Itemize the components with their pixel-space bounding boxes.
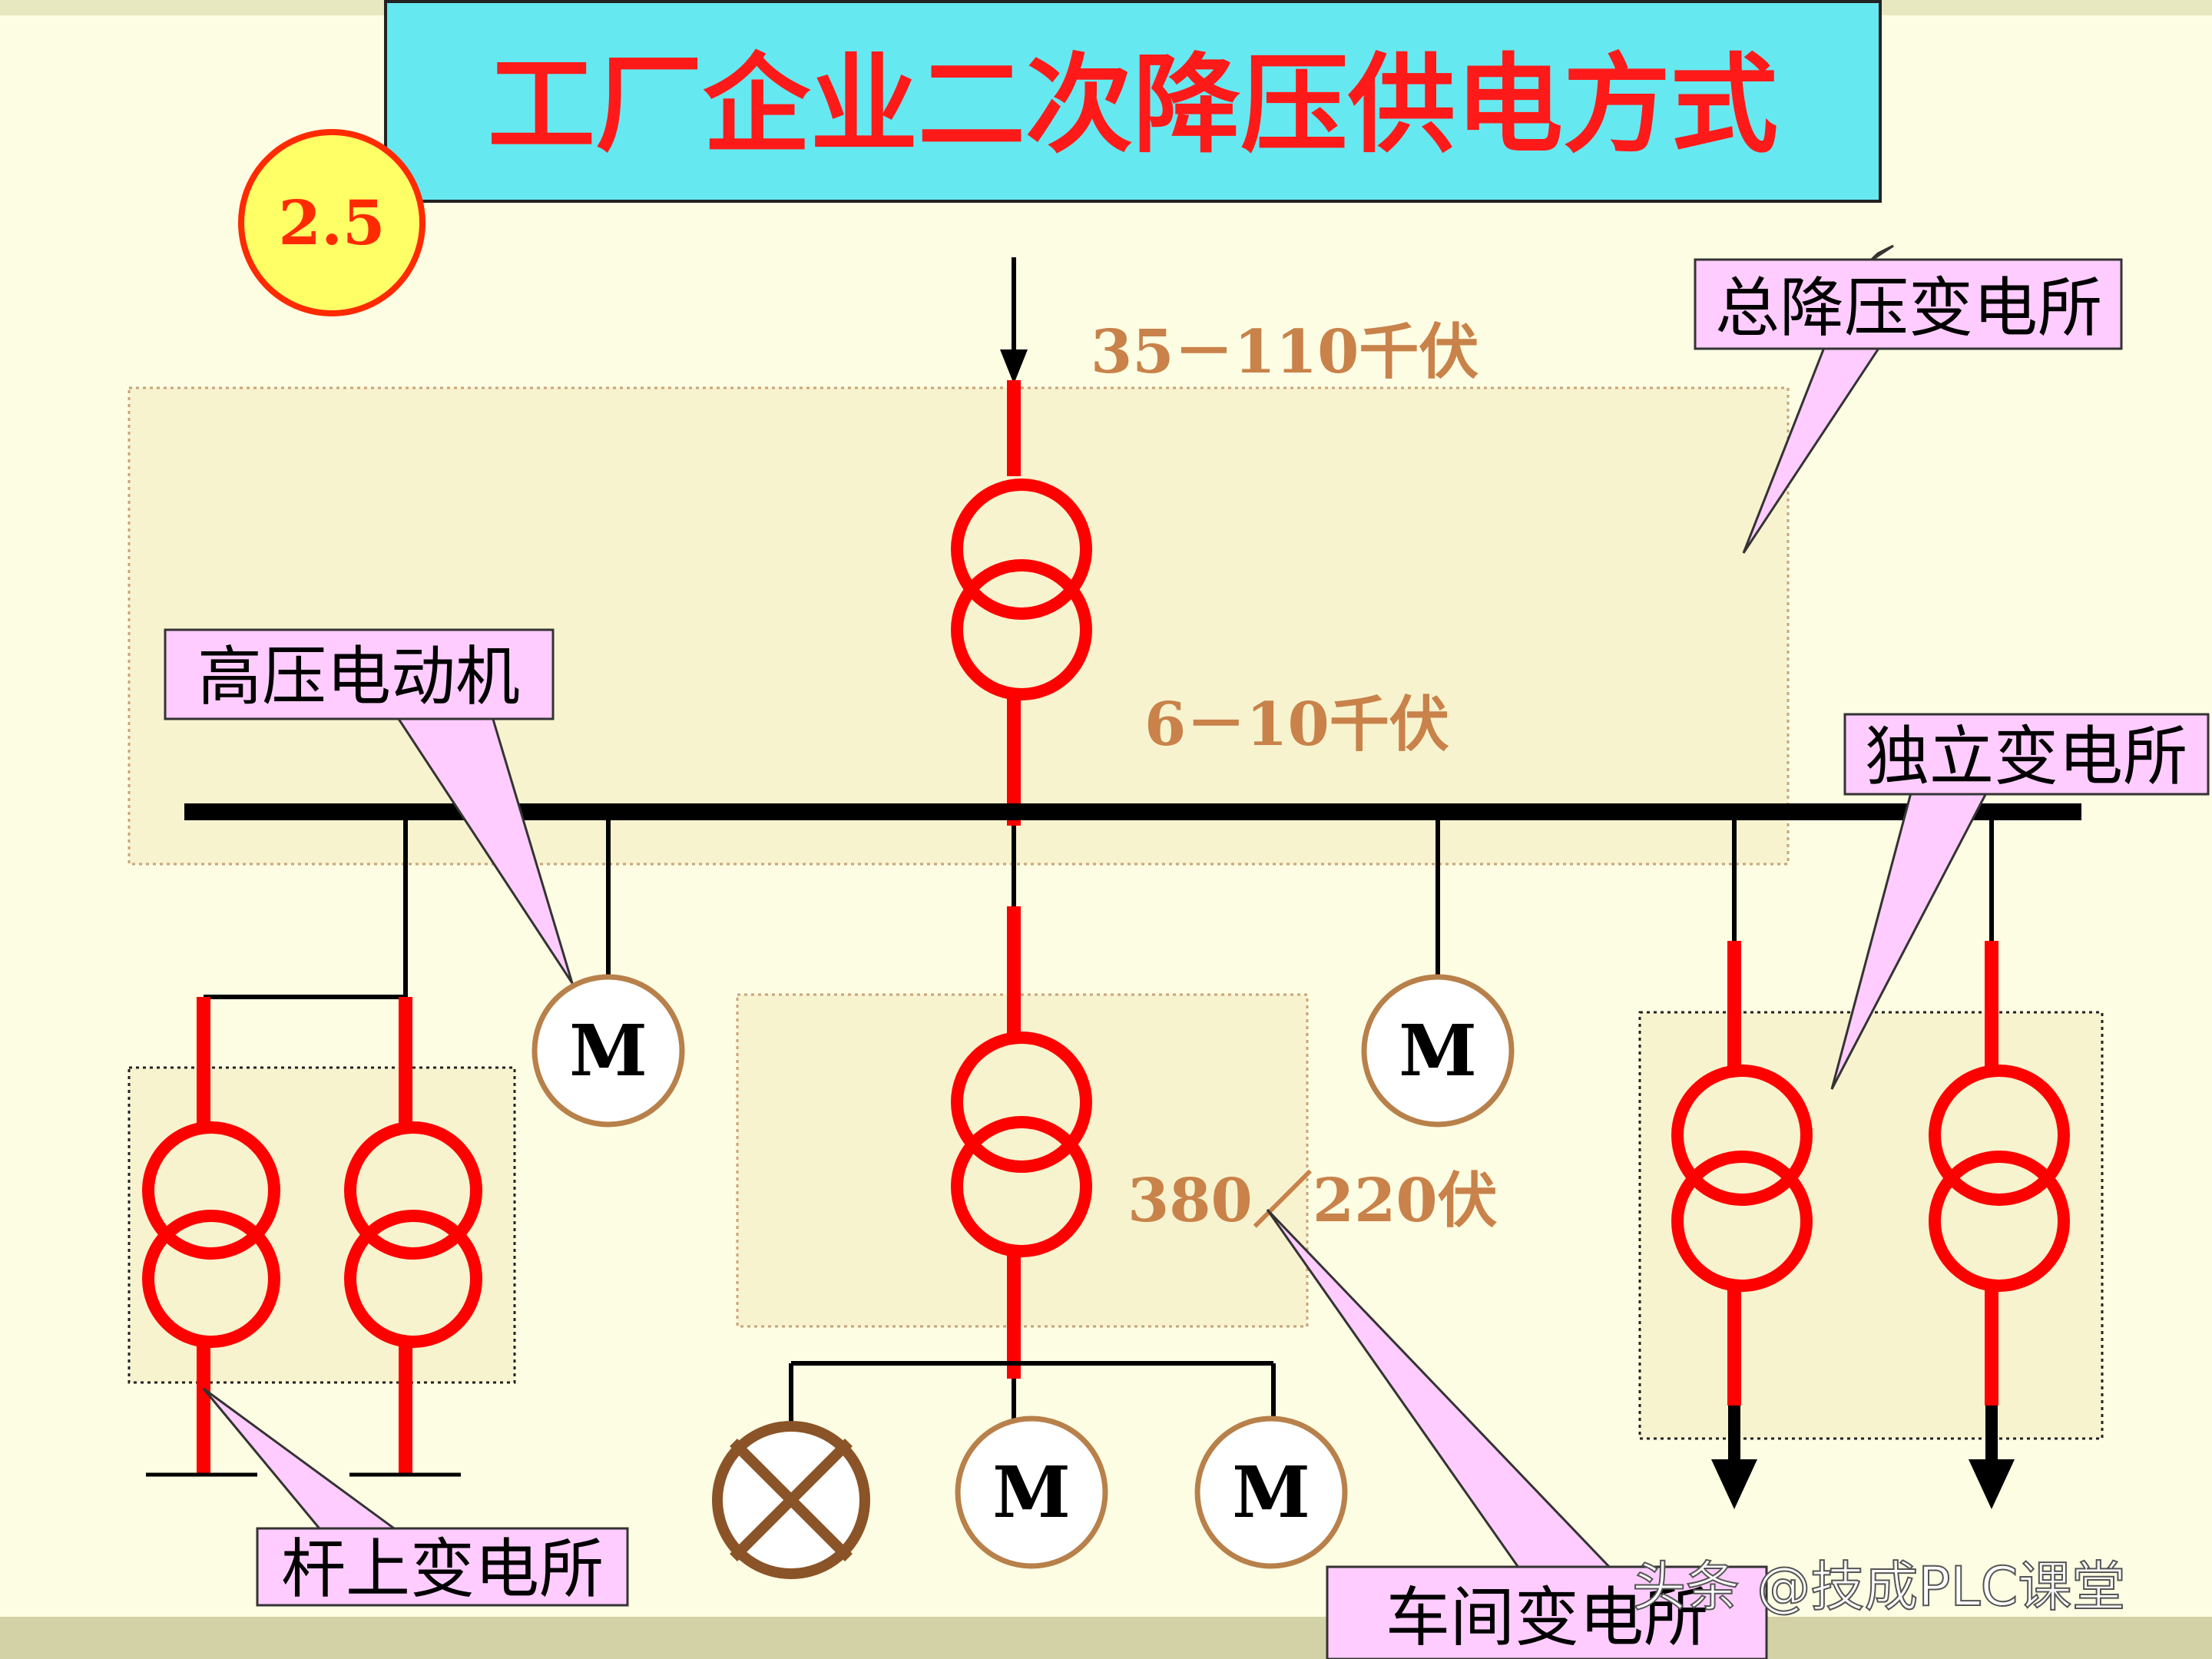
pole-transformer-1-icon [142, 1121, 280, 1348]
hv-motor-callout [164, 628, 555, 720]
workshop-callout [1326, 1565, 1768, 1659]
independent-transformer-1-icon [1671, 1065, 1813, 1292]
independent-transformer-2-icon [1929, 1065, 2070, 1292]
independent-callout [1843, 713, 2210, 796]
independent-callout-label: 独立变电所 [1865, 719, 2187, 794]
outgoing-arrow-2-icon [1969, 1459, 2015, 1509]
independent-substation-box [1638, 1011, 2104, 1440]
main-substation-callout [1694, 258, 2123, 350]
hv-motor-1-icon: M [531, 974, 685, 1128]
pole-transformer-2-icon [344, 1121, 482, 1348]
motor-symbol: M [992, 1451, 1071, 1534]
bottom-stripe [0, 1617, 2212, 1659]
lamp-icon [712, 1421, 870, 1579]
watermark: 头条 @技成PLC课堂 [1632, 1555, 2125, 1618]
section-badge-number: 2.5 [278, 187, 385, 259]
section-badge [238, 129, 426, 316]
lv-motor-2-icon: M [1194, 1416, 1348, 1569]
hv-motor-callout-label: 高压电动机 [197, 639, 520, 714]
outgoing-arrow-1-icon [1711, 1459, 1757, 1509]
voltage-high-label: 35－110千伏 [1091, 317, 1479, 387]
page-title: 工厂企业二次降压供电方式 [488, 43, 1778, 168]
title-bar [384, 0, 1882, 203]
workshop-callout-label: 车间变电所 [1386, 1580, 1708, 1655]
main-substation-callout-label: 总降压变电所 [1715, 270, 2102, 346]
main-transformer-icon [951, 478, 1092, 700]
lv-motor-1-icon: M [955, 1416, 1108, 1569]
incoming-arrow-icon [1000, 349, 1028, 384]
motor-symbol: M [1399, 1009, 1477, 1092]
hv-motor-2-icon: M [1361, 974, 1515, 1128]
pole-callout-label: 杆上变电所 [281, 1532, 604, 1607]
voltage-mid-label: 6－10千伏 [1144, 690, 1449, 760]
motor-symbol: M [569, 1009, 647, 1092]
voltage-low-label: 380／220伏 [1128, 1166, 1498, 1236]
motor-symbol: M [1232, 1451, 1310, 1534]
pole-callout [256, 1527, 629, 1607]
workshop-transformer-icon [951, 1031, 1092, 1257]
